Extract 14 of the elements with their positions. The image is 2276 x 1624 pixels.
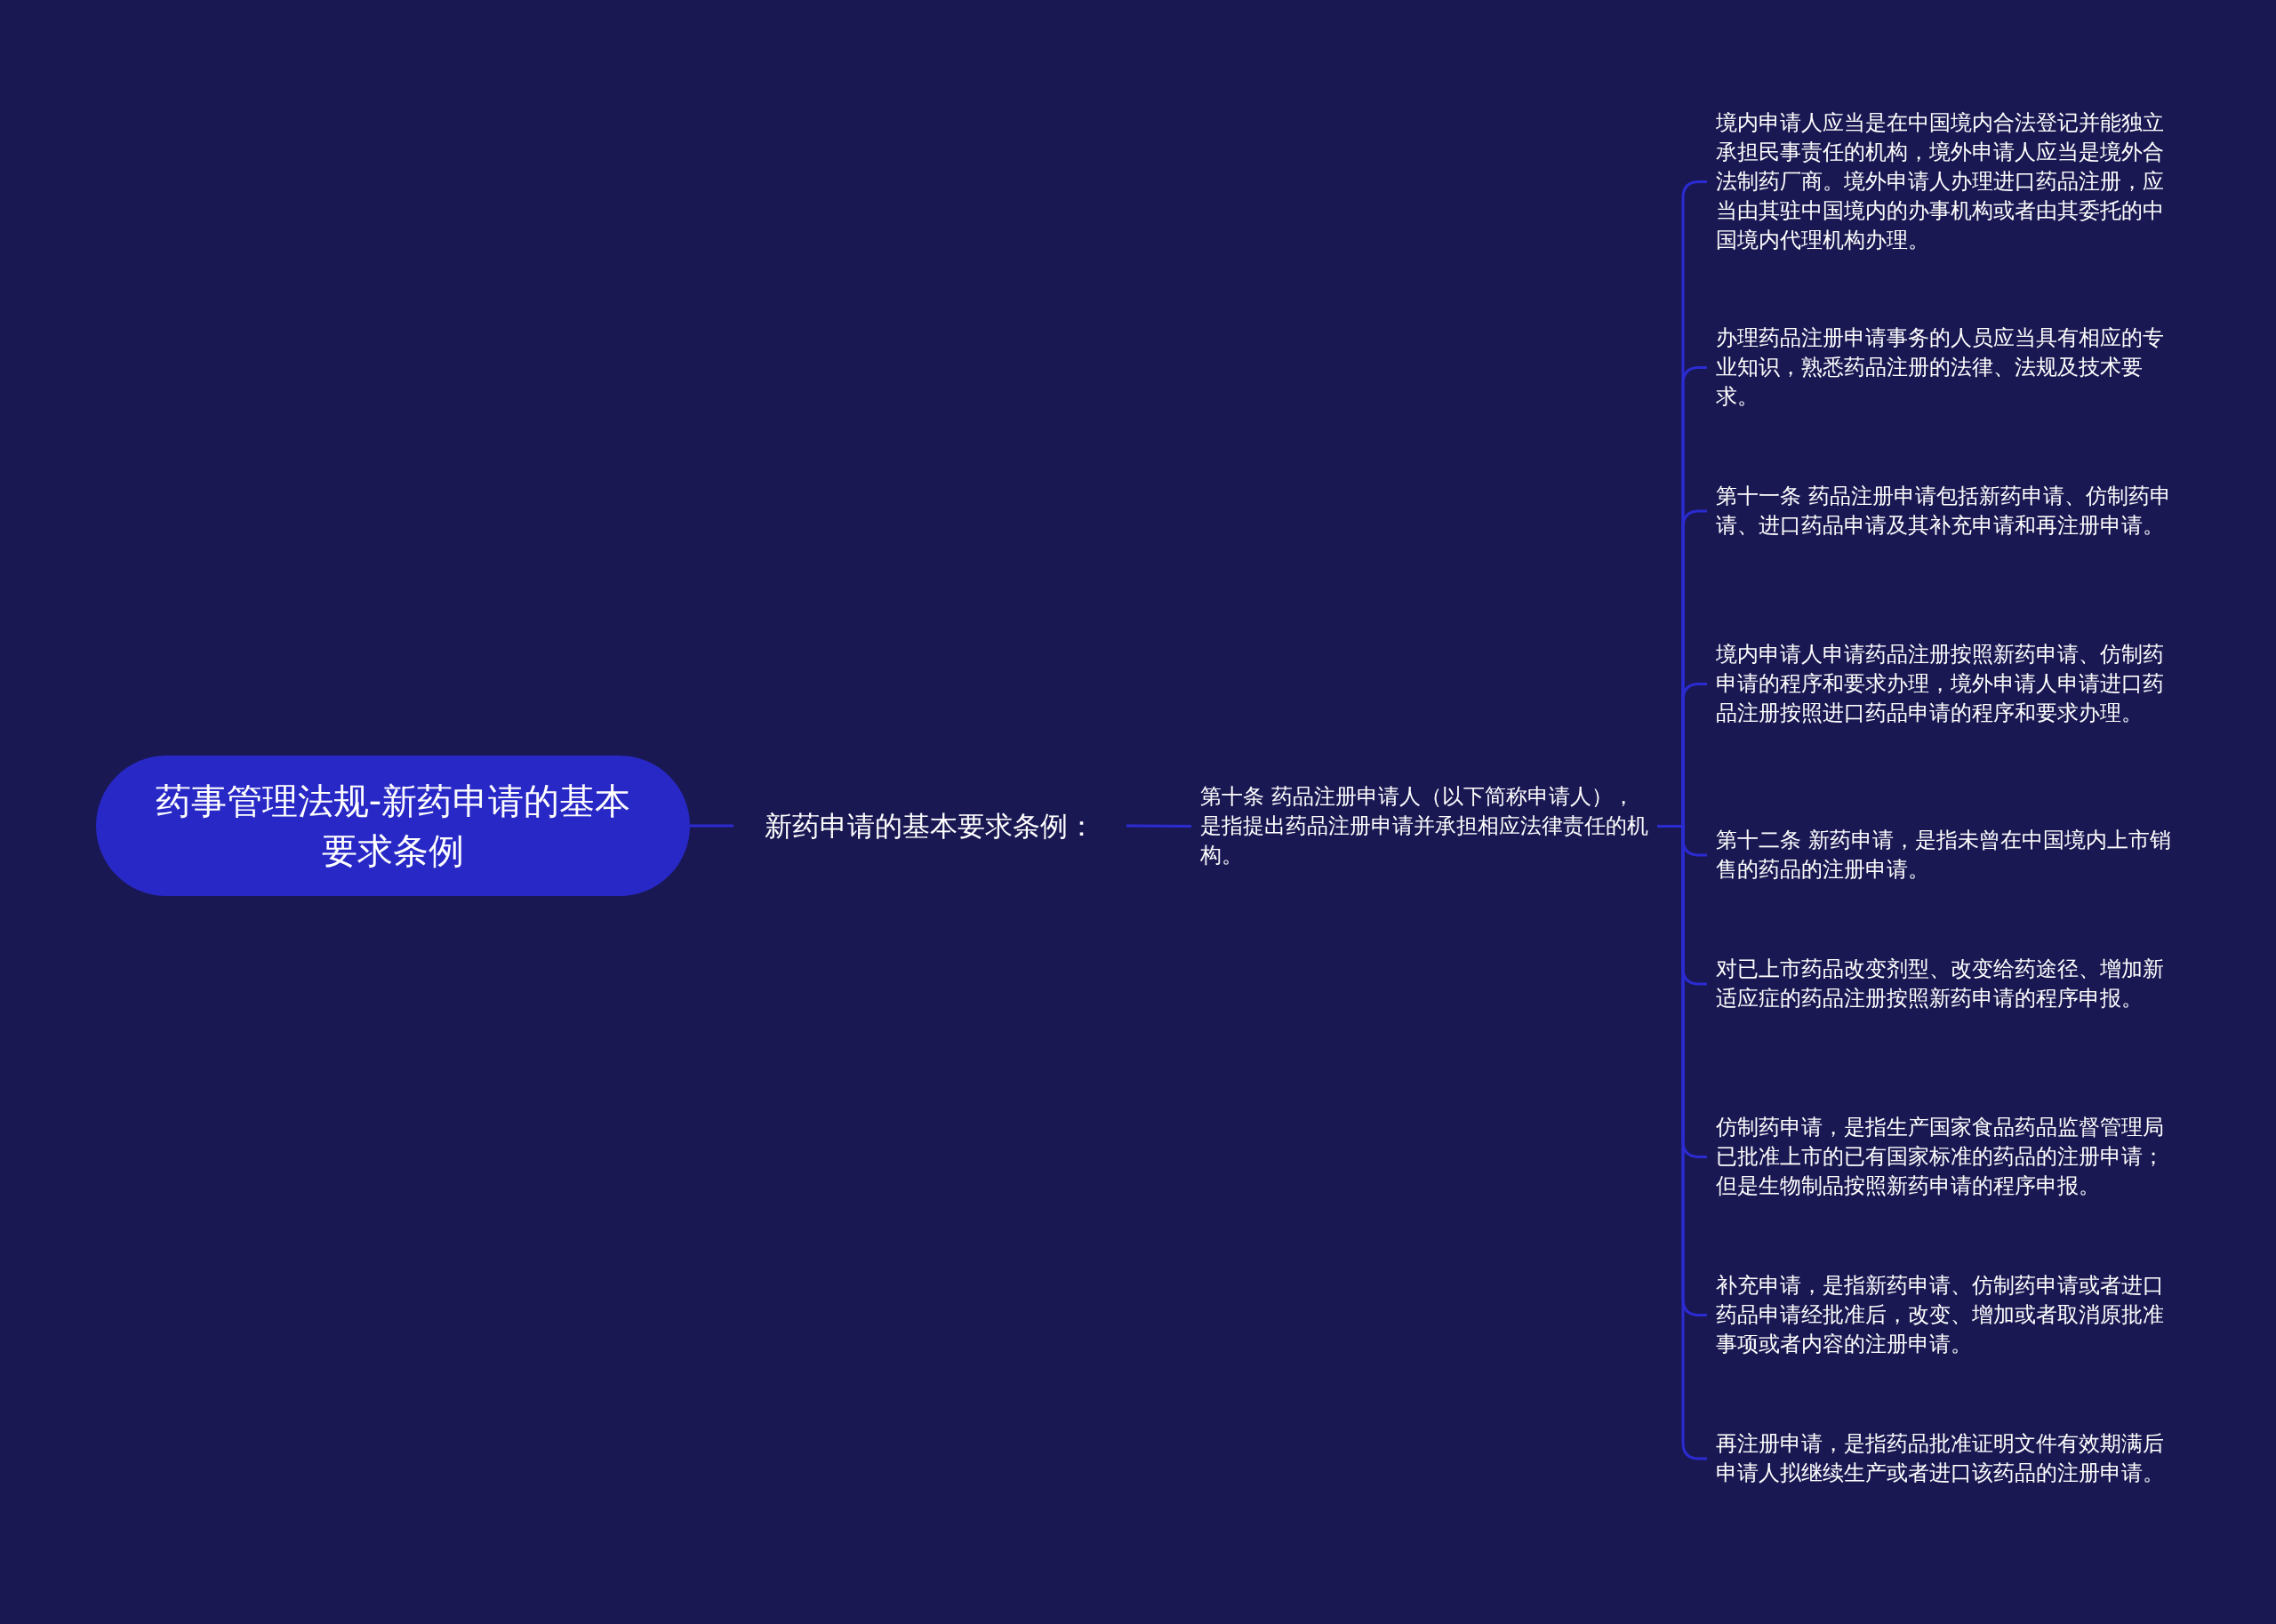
topic-text: 新药申请的基本要求条例： (765, 808, 1095, 844)
topic-text: 补充申请，是指新药申请、仿制药申请或者进口药品申请经批准后，改变、增加或者取消原批准事项或者内容的注册申请。 (1716, 1271, 2174, 1359)
topic-text: 第十条 药品注册申请人（以下简称申请人），是指提出药品注册申请并承担相应法律责任的机构。 (1200, 781, 1654, 870)
topic-text: 办理药品注册申请事务的人员应当具有相应的专业知识，熟悉药品注册的法律、法规及技术要求。 (1716, 324, 2174, 412)
topic-text: 第十二条 新药申请，是指未曾在中国境内上市销售的药品的注册申请。 (1716, 826, 2174, 884)
connector-line (1126, 824, 1191, 828)
topic-text: 第十一条 药品注册申请包括新药申请、仿制药申请、进口药品申请及其补充申请和再注册申请。 (1716, 482, 2174, 540)
topic-text: 境内申请人申请药品注册按照新药申请、仿制药申请的程序和要求办理，境外申请人申请进口药品注册按照进口药品申请的程序和要求办理。 (1716, 640, 2174, 728)
topic-text: 仿制药申请，是指生产国家食品药品监督管理局已批准上市的已有国家标准的药品的注册申请；但是生物制品按照新药申请的程序申报。 (1716, 1113, 2174, 1201)
topic-text: 再注册申请，是指药品批准证明文件有效期满后申请人拟继续生产或者进口该药品的注册申请。 (1716, 1429, 2174, 1488)
connector-line (690, 824, 733, 828)
root-topic: 药事管理法规-新药申请的基本要求条例 (96, 756, 690, 896)
topic-text: 对已上市药品改变剂型、改变给药途径、增加新适应症的药品注册按照新药申请的程序申报。 (1716, 955, 2174, 1013)
topic-text: 境内申请人应当是在中国境内合法登记并能独立承担民事责任的机构，境外申请人应当是境外合法制药厂商。境外申请人办理进口药品注册，应当由其驻中国境内的办事机构或者由其委托的中国境内代理机构办理。 (1716, 108, 2174, 255)
